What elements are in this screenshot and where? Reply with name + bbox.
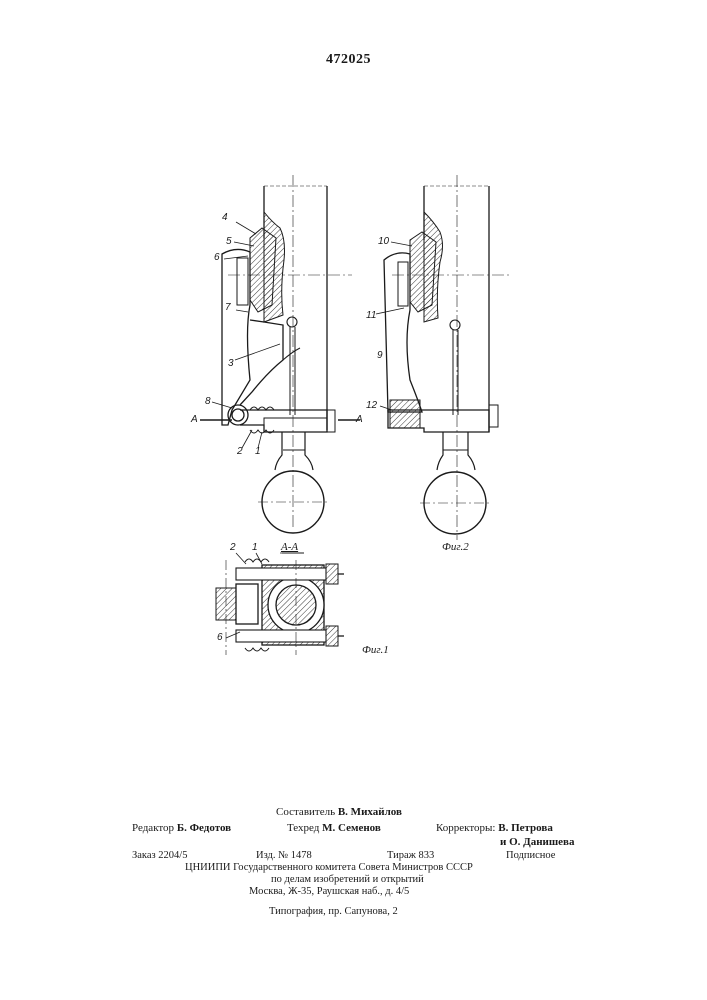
section-label: А-А xyxy=(281,541,298,553)
section-mark-left: А xyxy=(191,414,198,425)
compiler-label: Составитель xyxy=(276,806,335,818)
callout-12: 12 xyxy=(366,400,377,411)
section-mark-right: А xyxy=(356,414,363,425)
corrector-2-line: и О. Данишева xyxy=(500,836,575,848)
editor-line: Редактор Б. Федотов xyxy=(132,822,231,834)
figure-1-drawing xyxy=(200,175,360,533)
org-line-2: по делам изобретений и открытий xyxy=(271,874,424,885)
fig2-caption: Фиг.2 xyxy=(442,541,469,553)
correctors-label: Корректоры: xyxy=(436,822,495,834)
callout-7: 7 xyxy=(225,302,231,313)
edition-number: Изд. № 1478 xyxy=(256,850,312,861)
corrector-2: и О. Данишева xyxy=(500,836,575,848)
techred-name: М. Семенов xyxy=(322,822,381,834)
editor-label: Редактор xyxy=(132,822,174,834)
order-number: Заказ 2204/5 xyxy=(132,850,187,861)
callout-10: 10 xyxy=(378,236,389,247)
print-run: Тираж 833 xyxy=(387,850,434,861)
callout-1: 1 xyxy=(255,446,261,457)
callout-11: 11 xyxy=(366,310,376,321)
corrector-1: В. Петрова xyxy=(498,822,553,834)
compiler-line: Составитель В. Михайлов xyxy=(276,806,402,818)
section-a-a-drawing xyxy=(216,553,344,655)
fig1-caption: Фиг.1 xyxy=(362,644,389,656)
callout-3: 3 xyxy=(228,358,234,369)
correctors-line: Корректоры: В. Петрова xyxy=(436,822,553,834)
section-callout-6: 6 xyxy=(217,632,223,643)
editor-name: Б. Федотов xyxy=(177,822,231,834)
callout-5: 5 xyxy=(226,236,232,247)
callout-6: 6 xyxy=(214,252,220,263)
callout-2: 2 xyxy=(237,446,243,457)
section-callout-2: 2 xyxy=(230,542,236,553)
techred-label: Техред xyxy=(287,822,319,834)
org-line-3: Москва, Ж-35, Раушская наб., д. 4/5 xyxy=(249,886,409,897)
printer-line: Типография, пр. Сапунова, 2 xyxy=(269,906,398,917)
callout-8: 8 xyxy=(205,396,211,407)
callout-4: 4 xyxy=(222,212,228,223)
compiler-name: В. Михайлов xyxy=(338,806,402,818)
figure-2-drawing xyxy=(384,175,512,540)
callout-9: 9 xyxy=(377,350,383,361)
subscription: Подписное xyxy=(506,850,555,861)
section-callout-1: 1 xyxy=(252,542,258,553)
techred-line: Техред М. Семенов xyxy=(287,822,381,834)
org-line-1: ЦНИИПИ Государственного комитета Совета … xyxy=(185,862,473,873)
